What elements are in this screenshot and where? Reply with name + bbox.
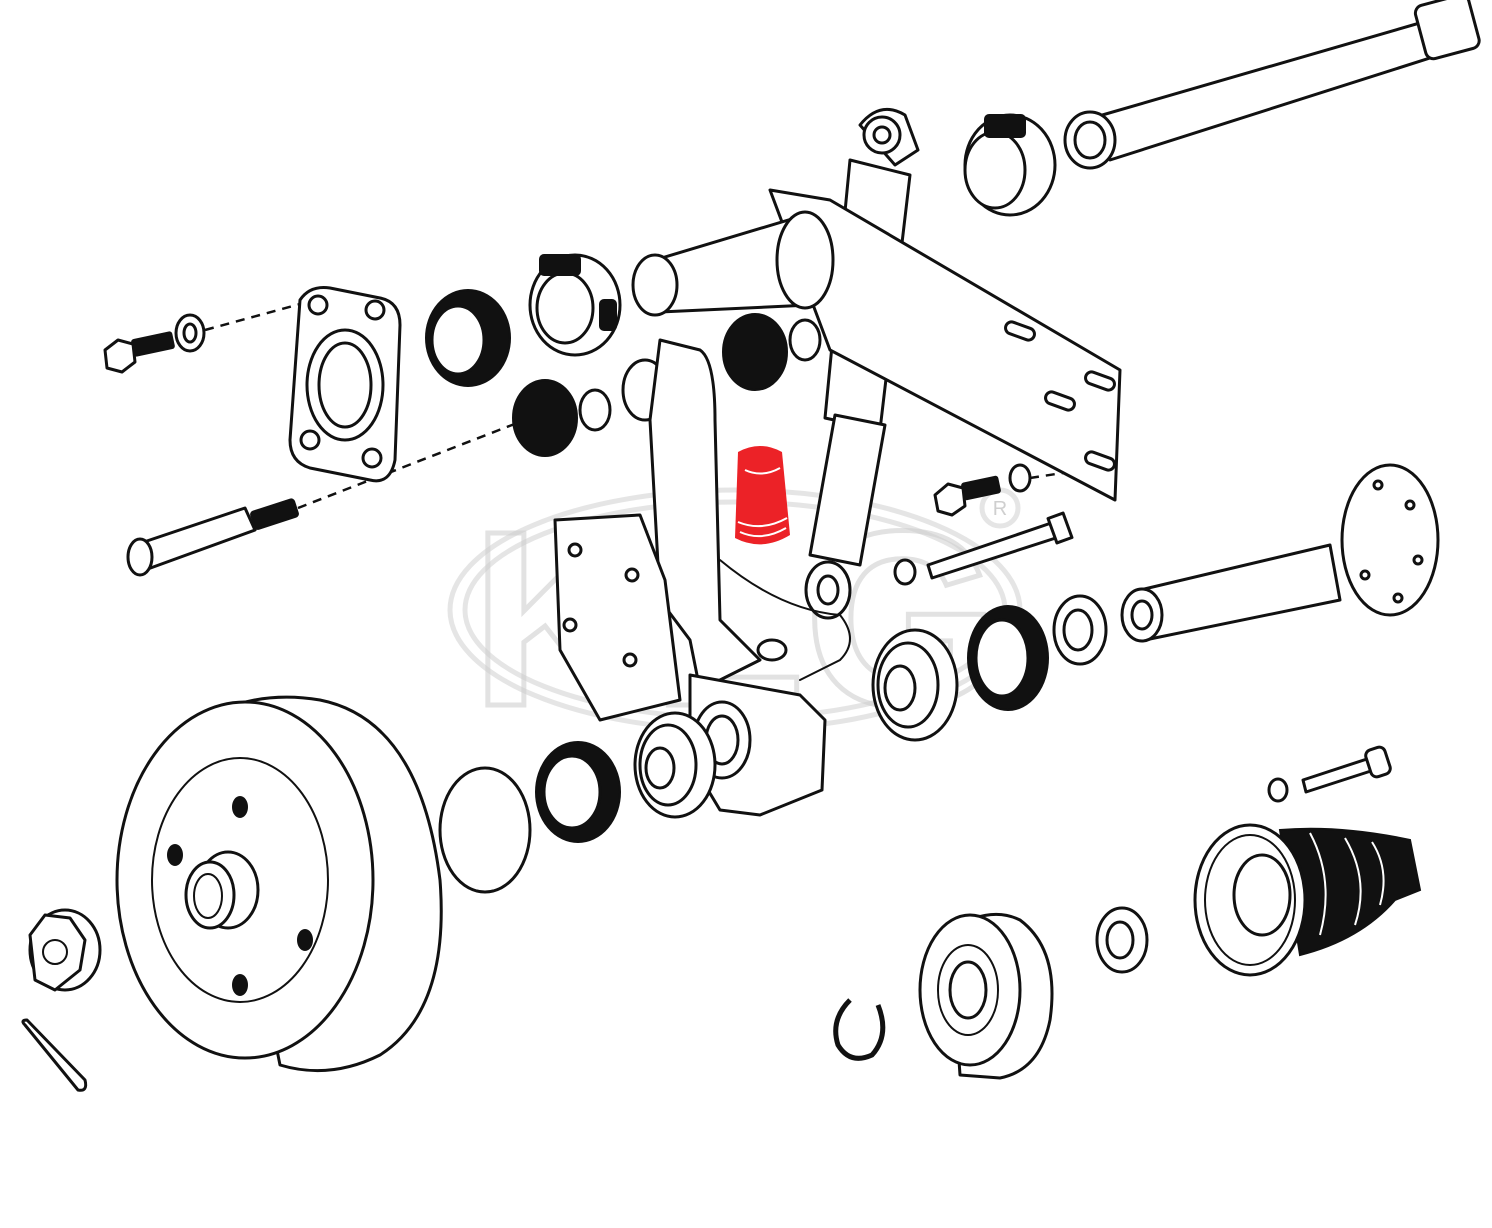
wheel-bearing	[871, 628, 959, 742]
frame-mount-plate	[768, 188, 1122, 502]
pivot-bolt	[126, 498, 299, 577]
o-ring	[438, 766, 532, 894]
cv-flange-boot	[1193, 823, 1422, 977]
bolt	[103, 331, 175, 374]
axle-shaft	[1063, 0, 1481, 170]
circlip	[833, 998, 886, 1061]
rubber-bushing	[512, 313, 822, 457]
cv-joint	[918, 912, 1054, 1080]
torsion-housing-tube	[631, 210, 835, 317]
spacer	[1052, 594, 1108, 666]
trailing-arm-spring-plate	[553, 338, 851, 722]
registered-mark: R	[993, 498, 1007, 520]
brake-drum	[115, 695, 443, 1073]
spring-plate-bushing-outer	[963, 113, 1057, 217]
stub-axle	[1120, 463, 1440, 643]
dished-washer	[1095, 906, 1149, 974]
wheel-bearing	[633, 711, 717, 819]
allen-bolt	[1267, 745, 1392, 803]
bearing-cover-flange	[288, 286, 402, 483]
bump-stop	[735, 446, 790, 545]
oil-seal	[967, 605, 1049, 711]
cotter-pin	[21, 1018, 88, 1092]
shock-bolt	[893, 463, 1074, 586]
spring-plate-bushing-inner	[425, 253, 622, 387]
bearing-housing	[688, 673, 827, 817]
washer	[174, 313, 206, 353]
castle-nut	[28, 908, 102, 992]
oil-seal	[535, 741, 621, 843]
